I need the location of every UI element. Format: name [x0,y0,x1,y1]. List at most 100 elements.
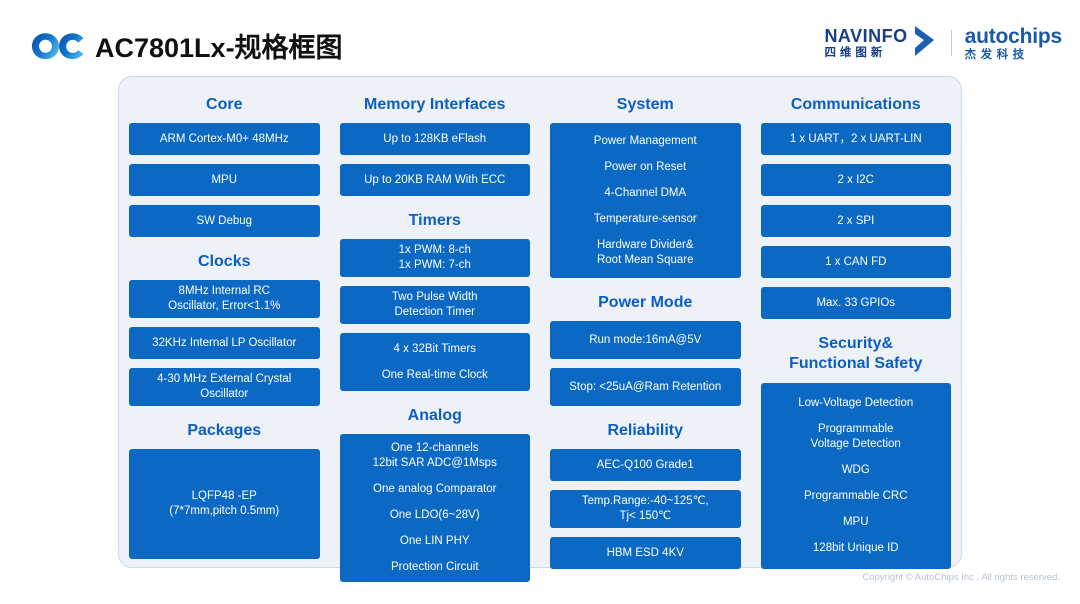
feature-box-line: Max. 33 GPIOs [816,296,896,309]
feature-box-line: MPU [842,516,869,528]
section-heading-line: Functional Safety [789,355,923,372]
feature-box[interactable]: LQFP48 -EP (7*7mm,pitch 0.5mm) [129,449,320,559]
section-heading-line: Security& [818,335,894,352]
feature-box-line: One LDO(6~28V) [389,509,480,521]
column-communications: Communications 1 x UART，2 x UART-LIN 2 x I… [751,77,962,569]
feature-box-line: 4 x 32Bit Timers [393,342,476,355]
feature-box[interactable]: 8MHz Internal RC Oscillator, Error<1.1% [129,280,320,318]
navinfo-logo: NAVINFO 四维图新 [824,24,937,63]
section-heading: Power Mode [598,294,693,311]
feature-box-line: 1x PWM: 7-ch [398,259,471,271]
feature-box-line: Low-Voltage Detection [798,397,914,409]
feature-box-line: Run mode:16mA@5V [589,333,702,346]
feature-box-line: WDG [841,464,870,476]
feature-box[interactable]: Up to 128KB eFlash [339,123,530,155]
feature-box[interactable]: 1x PWM: 8-ch 1x PWM: 7-ch [339,239,530,277]
feature-box-line: One 12-channels [390,442,479,454]
feature-box[interactable]: MPU [129,164,320,196]
feature-box-line: Power on Reset [604,160,687,173]
feature-box-line: 4-30 MHz External Crystal [157,373,292,385]
feature-box-line: SW Debug [196,214,253,227]
feature-box-line: One analog Comparator [373,483,497,495]
section-heading: System [616,96,674,113]
feature-box-line: 1 x UART，2 x UART-LIN [789,132,922,145]
feature-box-line: Temperature-sensor [593,212,697,225]
feature-box-line: Power Management [593,134,697,147]
feature-box-line: Protection Circuit [390,561,479,573]
section-heading: Reliability [607,422,684,439]
feature-box[interactable]: HBM ESD 4KV [550,537,741,569]
section-heading: Core [206,96,243,113]
feature-box[interactable]: Run mode:16mA@5V [550,321,741,359]
feature-box-line: 1 x CAN FD [825,255,887,268]
autochips-logo-en: autochips [964,24,1063,48]
feature-box-line: 2 x SPI [837,214,875,227]
section-heading: Security&Functional Safety [761,334,952,374]
feature-box-line: Up to 20KB RAM With ECC [364,173,506,186]
page-title: AC7801Lx-规格框图 [95,33,343,63]
brand-logos: NAVINFO 四维图新 autochips 杰发科技 [824,24,1062,62]
feature-box-line: MPU [211,173,238,186]
feature-box-line: Temp.Range:-40~125℃, [581,495,709,507]
section-heading: Packages [187,422,262,439]
oc-logo-icon [30,30,86,62]
section-heading: Timers [408,212,461,229]
feature-box-line: 128bit Unique ID [812,542,899,554]
navinfo-chevron-icon [912,24,938,63]
column-memory: Memory Interfaces Up to 128KB eFlash Up to… [330,77,541,582]
feature-box-line: Programmable [818,423,894,435]
feature-box-line: One LIN PHY [399,535,470,547]
feature-box-line: HBM ESD 4KV [606,546,684,559]
section-heading: Analog [407,407,462,424]
feature-box-line: Tj< 150℃ [619,510,672,522]
navinfo-logo-en: NAVINFO [824,25,908,46]
autochips-logo: autochips 杰发科技 [964,24,1063,62]
feature-box[interactable]: Max. 33 GPIOs [760,287,951,319]
navinfo-logo-cn: 四维图新 [824,46,887,59]
page-header: AC7801Lx-规格框图 NAVINFO 四维图新 autochips 杰发科… [0,0,1080,78]
copyright-text: Copyright © AutoChips Inc . All rights r… [862,572,1060,583]
feature-box-line: ARM Cortex-M0+ 48MHz [159,132,289,145]
feature-box[interactable]: 1 x CAN FD [760,246,951,278]
feature-box[interactable]: Temp.Range:-40~125℃, Tj< 150℃ [550,490,741,528]
feature-box-line: Oscillator, Error<1.1% [168,300,281,312]
feature-box[interactable]: SW Debug [129,205,320,237]
feature-box-line: AEC-Q100 Grade1 [596,458,694,471]
section-heading: Clocks [198,253,251,270]
feature-box-line: Oscillator [200,388,249,400]
feature-box[interactable]: AEC-Q100 Grade1 [550,449,741,481]
feature-box[interactable]: Stop: <25uA@Ram Retention [550,368,741,406]
feature-box-line: 2 x I2C [837,173,874,186]
feature-box[interactable]: 2 x I2C [760,164,951,196]
feature-box-line: (7*7mm,pitch 0.5mm) [169,505,280,517]
section-heading: Memory Interfaces [364,96,506,113]
feature-box[interactable]: 2 x SPI [760,205,951,237]
brand-divider [950,30,952,56]
feature-box-line: Hardware Divider& [596,238,694,251]
feature-box-line: Detection Timer [394,306,476,318]
feature-box[interactable]: Up to 20KB RAM With ECC [339,164,530,196]
feature-box-line: 1x PWM: 8-ch [398,244,471,256]
feature-box[interactable]: ARM Cortex-M0+ 48MHz [129,123,320,155]
feature-box-line: Root Mean Square [596,253,694,266]
feature-box-line: Stop: <25uA@Ram Retention [569,380,722,393]
feature-box-line: Programmable CRC [803,490,908,502]
feature-box-line: Voltage Detection [810,438,901,450]
feature-box-line: One Real-time Clock [381,368,488,381]
feature-box-line: 32KHz Internal LP Oscillator [152,336,297,349]
feature-box[interactable]: 1 x UART，2 x UART-LIN [760,123,951,155]
section-heading: Communications [790,96,921,113]
feature-box-line: 8MHz Internal RC [178,285,270,297]
feature-box[interactable]: 32KHz Internal LP Oscillator [129,327,320,359]
feature-box-line: LQFP48 -EP [191,490,257,502]
